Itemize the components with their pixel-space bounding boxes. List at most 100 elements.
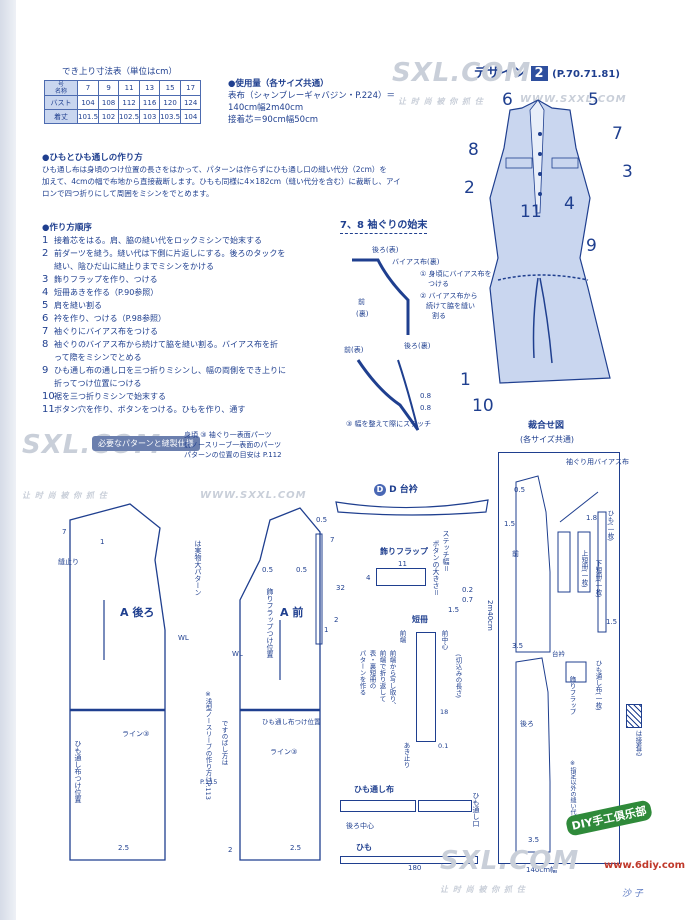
callout-6: 6 xyxy=(502,90,513,110)
pattern-note: P.115 xyxy=(200,778,218,786)
step-text: 肩を縫い割る xyxy=(54,301,102,310)
step-number: 6 xyxy=(42,313,49,324)
armhole-label: 後ろ(表) xyxy=(372,246,399,254)
pattern-note: ※浅型ノースリーブの作り方はP.113 xyxy=(204,690,212,800)
collar-title: D D 台衿 xyxy=(374,482,418,496)
cell: 102.5 xyxy=(118,109,141,124)
watermark-site-top: WWW.SXXL.COM xyxy=(520,94,627,105)
flap-note: ボタンの大きさ＝ xyxy=(432,540,440,596)
step-number: 10 xyxy=(42,391,55,402)
callout-11: 11 xyxy=(520,202,542,222)
step-text: 前ダーツを縫う。縫い代は下側に片返しにする。後ろのタックを xyxy=(54,249,286,258)
diy-url: www.6diy.com xyxy=(604,860,686,871)
step-item: 11ボタン穴を作り、ボタンをつける。ひもを作り、通す xyxy=(42,403,286,416)
armhole-label: 0.8 xyxy=(420,404,432,412)
armhole-label: 前 xyxy=(358,298,365,306)
step-number: 7 xyxy=(42,326,49,337)
cut-label: 飾りフラップ xyxy=(568,676,576,715)
step-text: 短冊あきを作る（P.90参照） xyxy=(54,288,159,297)
armhole-title: 7、8 袖ぐりの始末 xyxy=(340,216,428,234)
placket-note: あき止り xyxy=(402,742,410,768)
page-edge-shadow xyxy=(0,0,16,920)
flap-note: ステッチ幅＝ xyxy=(442,530,450,572)
watermark-brand-top: SXL.COM xyxy=(392,58,532,88)
size-col: 13 xyxy=(139,80,161,96)
size-table: 号名称 7 9 11 13 15 17 バスト 104 108 112 116 … xyxy=(44,80,202,124)
cord-line: ロンで四つ折りにして周囲をミシンをでとめます。 xyxy=(42,189,214,198)
armhole-bias-front xyxy=(356,359,420,431)
step-text: ひも通し布の通し口を三つ折りミシンし、幅の両側をでき上りに xyxy=(54,366,286,375)
waist-channel xyxy=(497,274,589,281)
armhole-diagram xyxy=(352,258,420,431)
front-note: 0.5 xyxy=(296,566,308,574)
armhole-label: ③ 幅を整えて際にステッチ xyxy=(346,420,432,428)
pattern-note: ですのばし方は xyxy=(220,720,228,766)
placket-shape xyxy=(416,632,436,742)
button xyxy=(538,132,542,136)
cord-section-title: ●ひもとひも通しの作り方 xyxy=(42,153,143,163)
placket-note: 18 xyxy=(440,708,449,716)
flap-shape xyxy=(376,568,426,586)
row-label: バスト xyxy=(44,95,78,110)
step-text: 裾を三つ折りミシンで始末する xyxy=(54,392,166,401)
front-note: 0.5 xyxy=(316,516,328,524)
front-note: 飾りフラップつけ位置 xyxy=(266,588,274,658)
size-col: 17 xyxy=(180,80,202,96)
watermark-cn-bottom: 让 时 尚 被 你 抓 住 xyxy=(440,885,526,894)
cut-dim: 3.5 xyxy=(512,642,524,650)
cord-length: 180 xyxy=(408,864,422,872)
design-label: デザイン xyxy=(474,66,527,81)
cut-label: ひも(一枚) xyxy=(606,510,614,542)
flap-dim: 11 xyxy=(398,560,407,568)
size-col: 11 xyxy=(118,80,141,96)
placket-note: 表・裏短冊の xyxy=(368,650,376,689)
step-number: 1 xyxy=(42,235,49,246)
cord-label: ひも xyxy=(356,843,372,852)
left-flap xyxy=(505,157,533,169)
placket-note: (切込みの長さ) xyxy=(454,654,462,699)
back-note: 1 xyxy=(100,538,105,546)
front-note: ひも通し布つけ位置 xyxy=(262,718,321,726)
callout-10: 10 xyxy=(472,396,494,416)
cutting-pieces xyxy=(515,475,607,853)
cut-label: 前 xyxy=(512,550,519,558)
cut-dim: 1.5 xyxy=(606,618,618,626)
cut-label: は接着芯 xyxy=(634,730,642,756)
armhole-label: (裏) xyxy=(356,310,369,318)
design-number: 2 xyxy=(530,66,548,81)
design-pages: (P.70.71.81) xyxy=(552,69,620,80)
front-pattern-label: A 前 xyxy=(280,606,304,619)
cell: 103 xyxy=(139,109,161,124)
armhole-label: つける xyxy=(428,280,449,288)
step-text: 接着芯をはる。肩、脇の縫い代をロックミシンで始末する xyxy=(54,236,262,245)
row-label: 着丈 xyxy=(44,109,78,124)
back-note: 7 xyxy=(62,528,67,536)
front-note: 0.5 xyxy=(262,566,274,574)
back-pattern-label: A 後ろ xyxy=(120,606,155,619)
armhole-bias-back xyxy=(397,359,419,431)
callout-7: 7 xyxy=(612,124,623,144)
placket-shape xyxy=(529,99,545,214)
armhole-bias xyxy=(352,258,410,335)
front-note: 1 xyxy=(324,626,329,634)
front-note: 32 xyxy=(336,584,345,592)
placket-note: パターンを作る xyxy=(358,650,366,696)
cell: 101.5 xyxy=(76,109,100,124)
materials-line: 表布（シャンブレーギャバジン・P.224）＝ xyxy=(228,91,395,101)
channel-label: ひも通し布 xyxy=(354,785,394,794)
cell: 103.5 xyxy=(159,109,182,124)
cell: 120 xyxy=(159,95,182,110)
dress-illustration xyxy=(489,99,611,384)
cutting-subtitle: (各サイズ共通) xyxy=(520,435,575,444)
pattern-note: 2 xyxy=(228,846,233,854)
placket-title: 短冊 xyxy=(412,615,428,624)
placket-note: 前端で折り返して xyxy=(378,650,386,702)
cord-strip xyxy=(340,856,478,864)
size-col: 9 xyxy=(98,80,120,96)
step-item: って際をミシンでとめる xyxy=(42,351,286,364)
